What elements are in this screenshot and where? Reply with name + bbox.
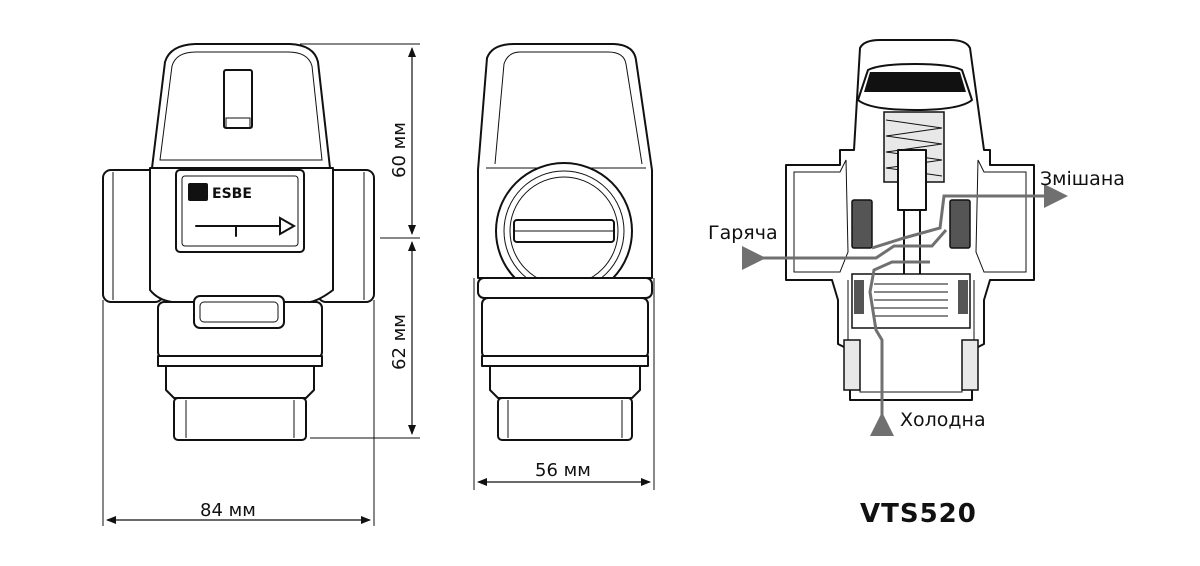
esbe-logo-icon <box>188 183 208 201</box>
lower-spring <box>851 273 971 329</box>
dimension-lines: 60 мм 62 мм 84 мм 56 мм <box>102 43 655 526</box>
flow-label-hot: Гаряча <box>708 222 778 244</box>
dimension-height-lower: 62 мм <box>389 314 410 370</box>
dimension-width-front: 84 мм <box>200 500 256 521</box>
logo-text: ESBE <box>212 186 252 202</box>
flow-label-cold: Холодна <box>900 409 986 431</box>
flow-paths <box>742 184 1068 436</box>
side-view <box>477 43 653 441</box>
dimension-width-side: 56 мм <box>535 460 591 481</box>
model-name: VTS520 <box>860 499 977 529</box>
flow-label-mixed: Змішана <box>1040 168 1125 190</box>
front-view: ESBE <box>102 43 375 441</box>
dimension-height-upper: 60 мм <box>389 122 410 178</box>
cross-section-view: Гаряча Змішана Холодна <box>708 39 1125 436</box>
